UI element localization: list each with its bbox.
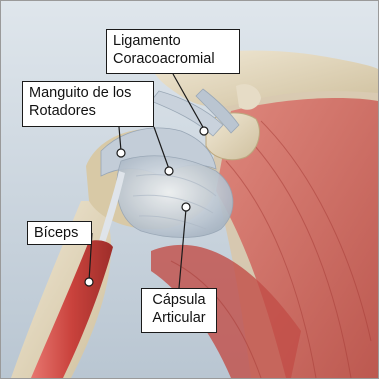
label-line: Ligamento xyxy=(113,32,233,50)
label-rotator-cuff: Manguito de los Rotadores xyxy=(22,81,154,127)
label-line: Rotadores xyxy=(29,102,147,120)
label-articular-capsule: Cápsula Articular xyxy=(141,288,217,333)
label-line: Articular xyxy=(148,309,210,327)
label-line: Manguito de los xyxy=(29,84,147,102)
label-line: Cápsula xyxy=(148,291,210,309)
label-line: Bíceps xyxy=(34,224,85,242)
label-biceps: Bíceps xyxy=(27,221,92,245)
label-coracoacromial-ligament: Ligamento Coracoacromial xyxy=(106,29,240,74)
label-line: Coracoacromial xyxy=(113,50,233,68)
